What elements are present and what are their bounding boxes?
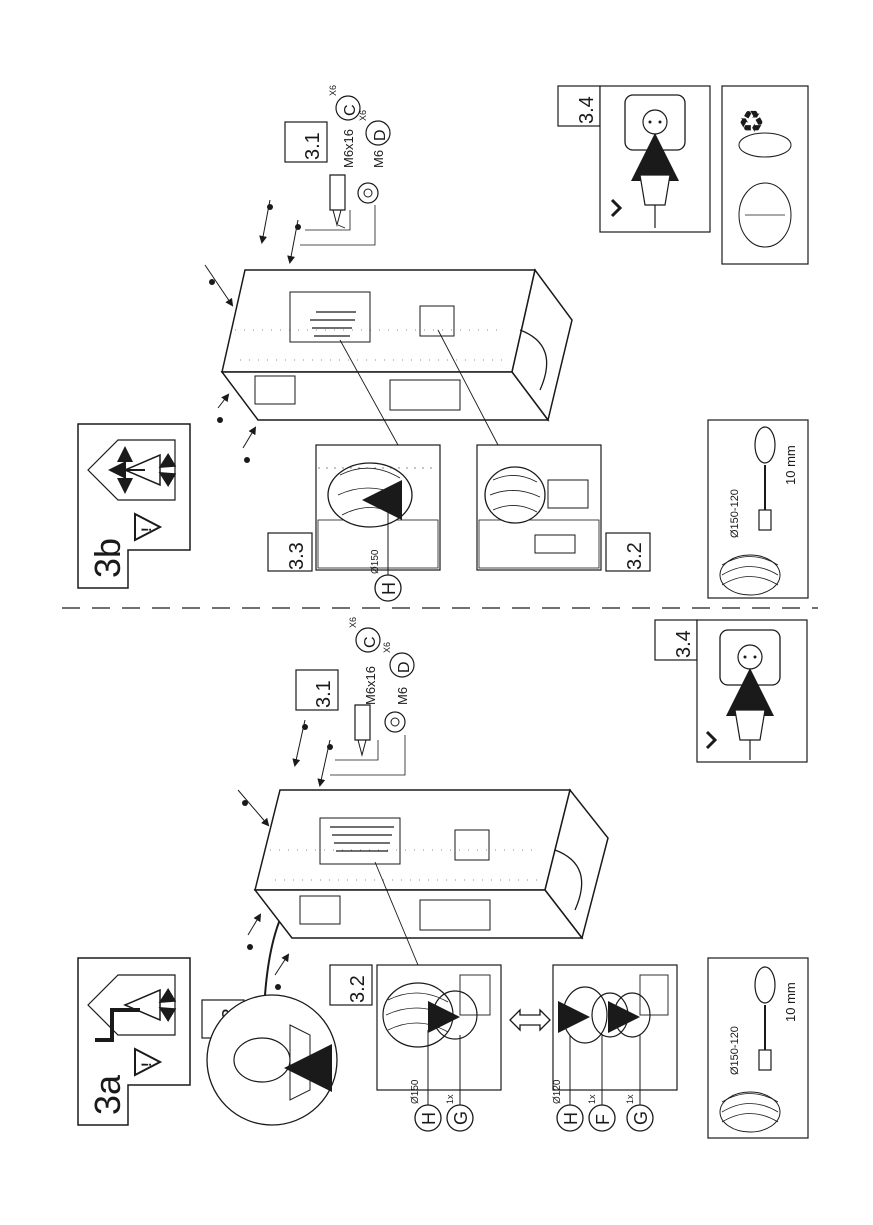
step-3a-3.2: 3.2 <box>330 965 372 1005</box>
diameter-150: Ø150 <box>370 549 381 574</box>
section-label-3b: 3b <box>87 538 128 578</box>
step-3b-3.4: 3.4 ♻ <box>558 86 808 264</box>
letter-h: H <box>419 1112 439 1125</box>
washer-letter: D <box>372 129 389 141</box>
tools-3a-panel: Ø150-120 10 mm <box>708 958 808 1138</box>
screw-qty: X6 <box>328 85 338 96</box>
step-3b-3.2: 3.2 <box>606 533 650 571</box>
detail-3a-duct-150 <box>377 965 501 1090</box>
step-3a-3.4: 3.4 <box>655 620 807 762</box>
fasteners-3b: 3.1 M6x16 C X6 M6 D X6 <box>285 85 390 245</box>
section-label-3a: 3a <box>87 1074 128 1115</box>
screw-size: M6x16 <box>341 129 356 168</box>
step-label: 3.2 <box>624 542 646 570</box>
qty-g: 1x <box>445 1094 455 1104</box>
washer-size: M6 <box>371 150 386 168</box>
letter-h: H <box>561 1112 581 1125</box>
swap-arrow-icon <box>510 1010 550 1030</box>
detail-3a-duct-120 <box>553 965 677 1090</box>
letter-f: F <box>593 1114 613 1125</box>
screw-icon <box>355 705 370 755</box>
washer-qty: X6 <box>358 110 368 121</box>
washer-icon <box>385 712 405 732</box>
wrench-size: 10 mm <box>783 982 798 1022</box>
step-3b-3.3: 3.3 <box>268 533 312 571</box>
step-label: 3.3 <box>286 542 308 570</box>
step-label: 3.1 <box>302 132 324 160</box>
label-3b-panel: 3b ! <box>78 424 190 588</box>
detail-3b-wall-panel <box>477 445 601 570</box>
wrench-size: 10 mm <box>783 445 798 485</box>
hood-unit-3b <box>222 270 572 445</box>
screw-icon <box>330 175 345 225</box>
fasteners-3a: 3.1 M6x16 C X6 M6 D X6 <box>296 617 414 775</box>
step-label: 3.2 <box>347 975 369 1003</box>
diameter-150: Ø150 <box>410 1079 421 1104</box>
letter-h: H <box>379 582 399 595</box>
svg-text:♻: ♻ <box>738 106 765 139</box>
washer-qty: X6 <box>382 642 392 653</box>
qty-f: 1x <box>587 1094 597 1104</box>
label-3a-panel: 3a ! <box>78 958 190 1125</box>
letter-g: G <box>451 1111 471 1125</box>
step-label: 3.4 <box>576 96 598 124</box>
section-3a: 3a ! 3.3 3.2 <box>78 617 808 1138</box>
washer-icon <box>358 183 378 203</box>
qty-g: 1x <box>625 1094 635 1104</box>
section-3b: 3b ! 3.3 <box>78 85 808 601</box>
screw-size: M6x16 <box>363 666 378 705</box>
svg-text:!: ! <box>138 527 154 532</box>
diameter-120: Ø120 <box>552 1079 563 1104</box>
screw-letter: C <box>362 636 379 648</box>
duct-size: Ø150-120 <box>729 1026 741 1075</box>
step-label: 3.1 <box>313 680 335 708</box>
svg-text:!: ! <box>138 1062 154 1067</box>
tools-3b-panel: Ø150-120 10 mm <box>708 420 808 598</box>
hood-unit-3a <box>255 790 608 965</box>
washer-size: M6 <box>395 687 410 705</box>
warning-triangle-icon: ! <box>135 514 160 540</box>
step-label: 3.4 <box>673 630 695 658</box>
washer-letter: D <box>396 661 413 673</box>
letter-g: G <box>631 1111 651 1125</box>
hood-airflow-icon <box>88 975 175 1040</box>
screw-qty: X6 <box>348 617 358 628</box>
hood-airflow-icon <box>88 440 175 500</box>
screw-letter: C <box>342 104 359 116</box>
duct-size: Ø150-120 <box>729 489 741 538</box>
warning-triangle-icon: ! <box>135 1049 160 1075</box>
